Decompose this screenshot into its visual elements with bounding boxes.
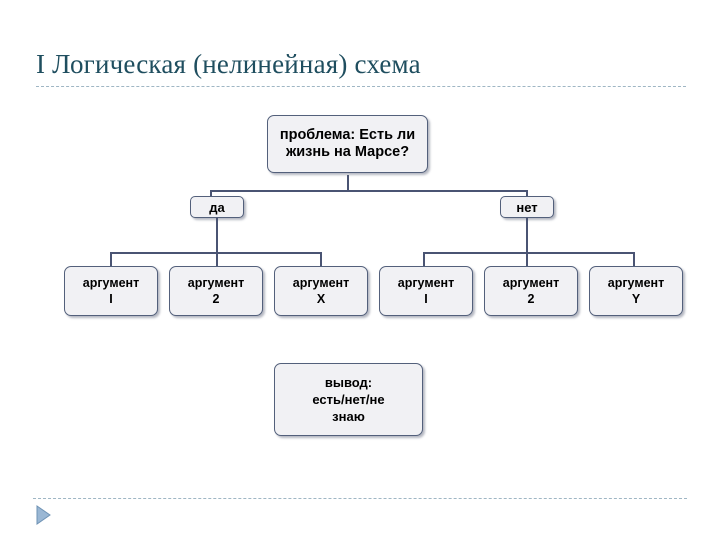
next-slide-button[interactable] [31, 503, 55, 527]
node-argument-4-label: аргумент I [398, 275, 454, 307]
title-divider [36, 86, 686, 87]
connector-net-drop-1 [423, 252, 425, 266]
connector-net-bus [423, 252, 635, 254]
node-argument-2[interactable]: аргумент 2 [169, 266, 263, 316]
node-argument-2-line1: аргумент [187, 276, 245, 290]
connector-da-drop-2 [216, 252, 218, 266]
footer-divider [33, 498, 687, 499]
connector-branch-da-drop [210, 190, 212, 198]
page-title: I Логическая (нелинейная) схема [36, 49, 421, 79]
node-conclusion-line1: вывод: [324, 375, 373, 390]
connector-branch-bus [210, 190, 528, 192]
node-argument-1-label: аргумент I [83, 275, 139, 307]
connector-da-drop-3 [320, 252, 322, 266]
connector-branch-net-drop [526, 190, 528, 198]
node-conclusion-line2: есть/нет/не [312, 392, 385, 407]
node-argument-3-label: аргумент X [293, 275, 349, 307]
node-problem[interactable]: проблема: Есть ли жизнь на Марсе? [267, 115, 428, 173]
node-problem-label: проблема: Есть ли жизнь на Марсе? [279, 127, 416, 160]
node-argument-5[interactable]: аргумент 2 [484, 266, 578, 316]
node-branch-net[interactable]: нет [500, 196, 554, 218]
node-argument-2-label: аргумент 2 [188, 275, 244, 307]
node-argument-4[interactable]: аргумент I [379, 266, 473, 316]
node-branch-da-label: да [209, 199, 225, 215]
node-branch-net-label: нет [516, 199, 538, 215]
node-argument-5-line1: аргумент [502, 276, 560, 290]
node-argument-6-line2: Y [631, 292, 641, 306]
node-argument-3-line2: X [316, 292, 326, 306]
node-argument-1[interactable]: аргумент I [64, 266, 158, 316]
play-triangle-icon [36, 505, 51, 525]
node-argument-6[interactable]: аргумент Y [589, 266, 683, 316]
node-argument-4-line1: аргумент [397, 276, 455, 290]
node-argument-6-label: аргумент Y [608, 275, 664, 307]
node-conclusion[interactable]: вывод: есть/нет/не знаю [274, 363, 423, 436]
node-argument-6-line1: аргумент [607, 276, 665, 290]
node-argument-3[interactable]: аргумент X [274, 266, 368, 316]
connector-net-drop-3 [633, 252, 635, 266]
node-argument-3-line1: аргумент [292, 276, 350, 290]
node-argument-1-line2: I [109, 292, 113, 306]
node-argument-4-line2: I [424, 292, 428, 306]
connector-da-stem [216, 218, 218, 254]
node-branch-da[interactable]: да [190, 196, 244, 218]
node-conclusion-label: вывод: есть/нет/не знаю [312, 374, 384, 425]
node-argument-1-line1: аргумент [82, 276, 140, 290]
connector-root-stem [347, 175, 349, 191]
connector-net-stem [526, 218, 528, 254]
node-argument-2-line2: 2 [212, 292, 220, 306]
connector-da-drop-1 [110, 252, 112, 266]
node-conclusion-line3: знаю [332, 409, 365, 424]
node-argument-5-line2: 2 [527, 292, 535, 306]
connector-net-drop-2 [526, 252, 528, 266]
node-argument-5-label: аргумент 2 [503, 275, 559, 307]
